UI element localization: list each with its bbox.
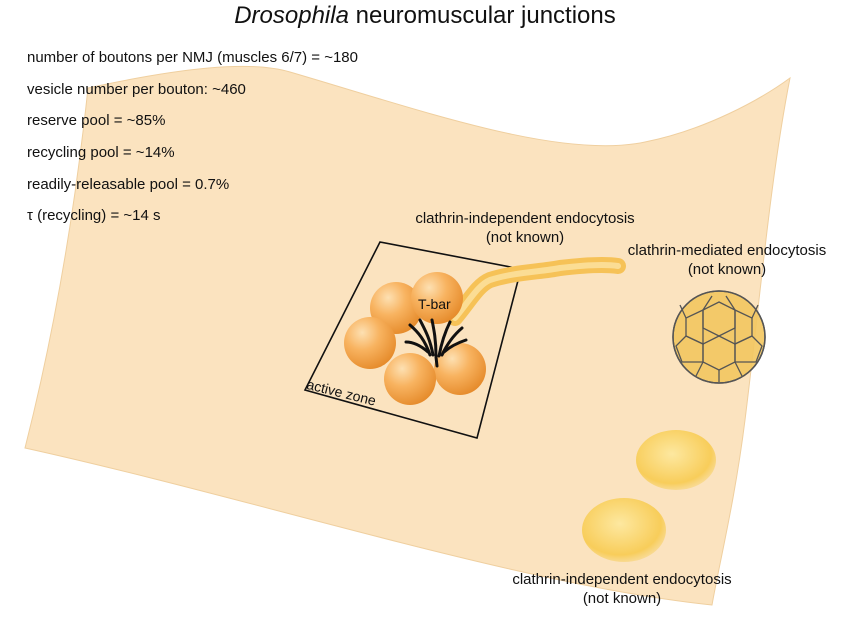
label-clathrin-independent-bottom: clathrin-independent endocytosis (not kn… (512, 571, 732, 607)
page-title: Drosophila neuromuscular junctions (0, 2, 850, 30)
synaptic-vesicle (384, 353, 436, 405)
stat-vesicle-number: vesicle number per bouton: ~460 (27, 80, 246, 98)
title-italic: Drosophila (234, 2, 349, 29)
endocytic-blob (636, 430, 716, 490)
stat-reserve-pool: reserve pool = ~85% (27, 112, 166, 130)
synaptic-vesicle (434, 343, 486, 395)
t-bar-structure (404, 318, 468, 368)
stat-recycling-pool: recycling pool = ~14% (27, 144, 175, 162)
synaptic-vesicle (411, 272, 463, 324)
label-t-bar: T-bar (418, 296, 451, 312)
endocytic-blob (582, 498, 666, 562)
stat-boutons: number of boutons per NMJ (muscles 6/7) … (27, 49, 358, 66)
synaptic-vesicle (344, 317, 396, 369)
title-rest: neuromuscular junctions (348, 2, 616, 29)
active-zone-box (303, 241, 522, 439)
clathrin-coated-vesicle (672, 290, 766, 384)
stats-list: number of boutons per NMJ (muscles 6/7) … (27, 48, 358, 238)
label-clathrin-mediated: clathrin-mediated endocytosis (not known… (627, 242, 827, 278)
stat-recycling-tau: τ (recycling) = ~14 s (27, 207, 161, 225)
stat-readily-releasable-pool: readily-releasable pool = 0.7% (27, 175, 230, 193)
label-clathrin-independent-top: clathrin-independent endocytosis (not kn… (415, 210, 635, 246)
